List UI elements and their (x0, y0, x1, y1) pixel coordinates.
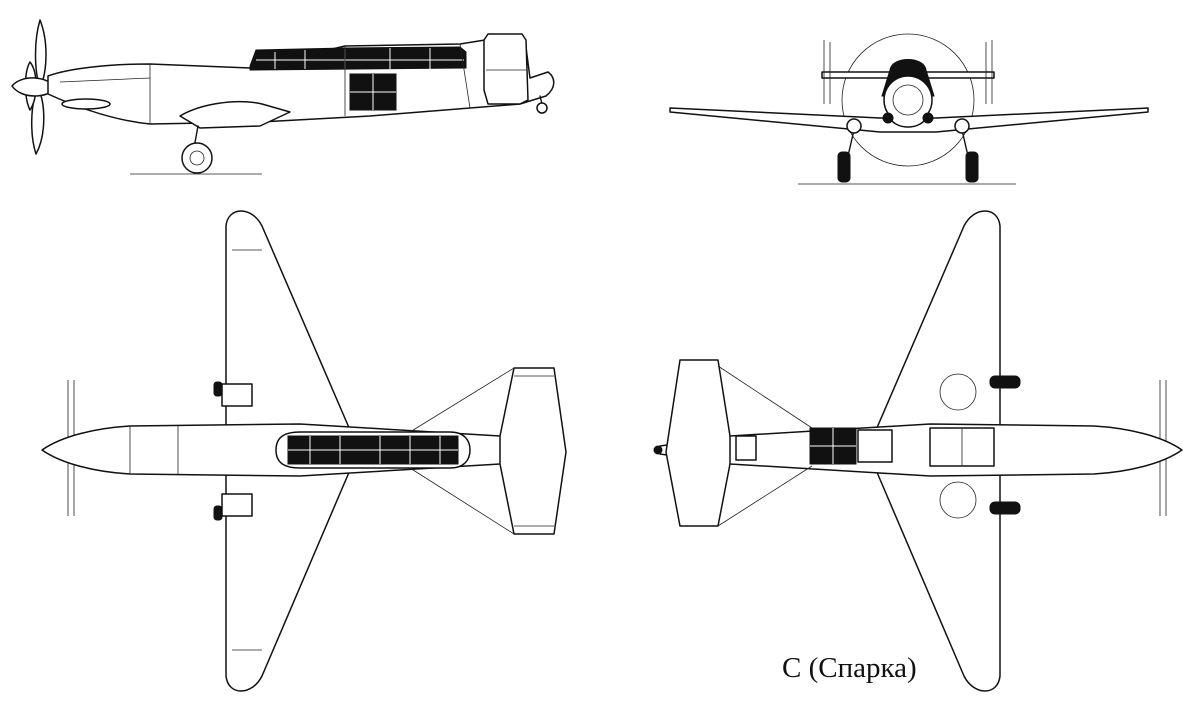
side-canopy-door (349, 73, 397, 111)
bottom-tailplane (665, 359, 731, 527)
side-tail-fin (483, 33, 529, 105)
side-details (59, 43, 471, 124)
side-main-gear (181, 125, 213, 174)
side-canopy (249, 46, 467, 71)
side-wing (179, 100, 291, 129)
front-propeller-disc (841, 33, 975, 167)
top-tailplane (499, 367, 567, 535)
bottom-panels (735, 427, 995, 467)
front-fuselage (881, 59, 935, 128)
front-landing-gear (837, 118, 979, 183)
caption-label: C (Спарка) (782, 652, 917, 684)
top-wheels (213, 381, 253, 521)
side-tail-wheel (536, 95, 548, 114)
top-canopy (275, 431, 471, 469)
bottom-wheels (989, 375, 1021, 515)
